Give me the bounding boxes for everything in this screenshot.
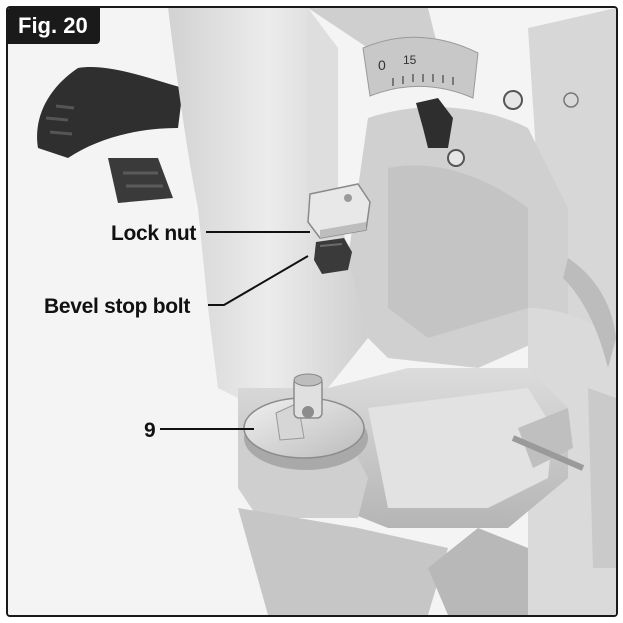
figure-label: Fig. 20 (8, 8, 100, 44)
miter-saw-bevel-illustration: 0 15 (8, 8, 616, 615)
screw-lower (447, 149, 465, 167)
scale-fifteen: 15 (403, 53, 417, 67)
lock-nut-label: Lock nut (111, 222, 197, 245)
trigger-lever (108, 158, 173, 203)
bevel-stop-bolt-label: Bevel stop bolt (44, 295, 191, 318)
lock-nut-part (307, 183, 371, 239)
scale-zero: 0 (378, 57, 386, 73)
bevel-stop-bolt-part (314, 238, 352, 274)
figure-frame: 0 15 (6, 6, 618, 617)
knob-9-label: 9 (144, 419, 156, 442)
handle-grip (37, 67, 184, 158)
bevel-scale: 0 15 (362, 36, 479, 99)
scale-bracket (416, 98, 453, 148)
bevel-column (168, 8, 368, 408)
screw-upper (503, 90, 523, 110)
